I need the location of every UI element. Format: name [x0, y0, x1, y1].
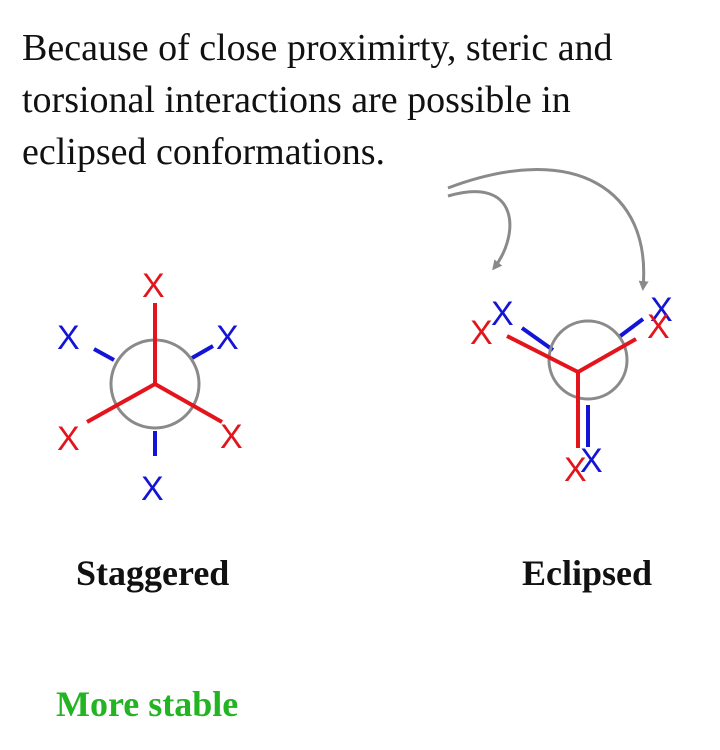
caption-line-3: eclipsed conformations.	[22, 131, 386, 173]
x-label-back-upper-right: X	[216, 319, 239, 357]
x-label-back-upper-left: X	[57, 319, 80, 357]
x-label-back-upper-right: X	[650, 291, 673, 329]
caption-line-1: Because of close proximirty, steric and	[22, 27, 613, 69]
x-label-back-upper-left: X	[491, 295, 514, 333]
x-label-front-upper-right: X	[647, 308, 670, 346]
x-label-front-top: X	[142, 267, 165, 305]
interaction-arrows	[447, 168, 649, 291]
staggered-projection: X X X X X X	[57, 267, 243, 508]
caption-line-2: torsional interactions are possible in	[22, 79, 571, 121]
x-label-front-upper-left: X	[470, 314, 493, 352]
front-bond-upper-right	[577, 337, 637, 374]
caption: Because of close proximirty, steric and …	[22, 22, 712, 178]
x-label-front-lower-right: X	[220, 418, 243, 456]
back-bond-upper-left	[93, 347, 115, 362]
eclipsed-projection: X X X X X X	[470, 291, 673, 489]
front-bond-lower-right	[154, 382, 223, 424]
x-label-front-bottom: X	[564, 451, 587, 489]
front-bond-lower-left	[86, 382, 156, 424]
back-bond-upper-right	[617, 317, 645, 339]
eclipsed-title: Eclipsed	[522, 553, 653, 593]
x-label-front-lower-left: X	[57, 420, 80, 458]
x-label-back-bottom: X	[580, 442, 603, 480]
arrow-to-right-clash	[447, 168, 649, 291]
staggered-title: Staggered	[76, 553, 230, 593]
back-bond-upper-left	[520, 326, 555, 352]
back-carbon-ring	[547, 319, 629, 401]
back-bond-upper-right	[191, 344, 214, 360]
arrow-to-left-clash	[447, 190, 512, 271]
x-label-back-bottom: X	[141, 470, 164, 508]
stability-note: More stable	[56, 684, 239, 724]
front-bond-upper-left	[506, 334, 579, 374]
